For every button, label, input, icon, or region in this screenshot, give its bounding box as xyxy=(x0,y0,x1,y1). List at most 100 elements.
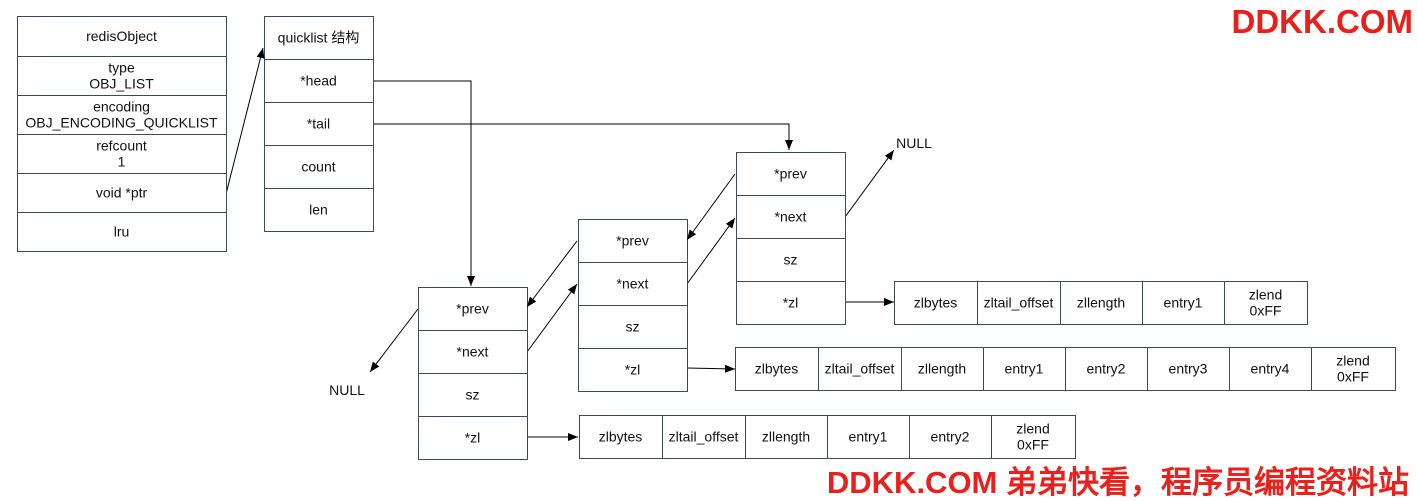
ptr-to-quicklist-arrowhead xyxy=(256,48,265,59)
quicklist-node-2-field-zl-label: *zl xyxy=(625,362,641,378)
quicklist-struct-field-quicklist-box xyxy=(264,16,374,60)
null-label-left: NULL xyxy=(329,382,365,398)
ziplist-1-field-zlend-label-1: zlend xyxy=(1016,421,1049,437)
ziplist-1-field-entry1-label: entry1 xyxy=(849,429,888,445)
node1-zl-arrowhead xyxy=(568,433,578,441)
ziplist-3-field-zltail-offset: zltail_offset xyxy=(977,281,1061,325)
ziplist-1-field-zlend-box xyxy=(991,415,1076,459)
redis-object-struct-field-refcount-label-2: 1 xyxy=(118,154,126,170)
watermark-top: DDKK.COM xyxy=(1231,3,1413,40)
ziplist-3-field-zllength: zllength xyxy=(1060,281,1143,325)
ziplist-3-field-entry1-label: entry1 xyxy=(1164,295,1203,311)
ziplist-2-field-zlbytes-box xyxy=(735,347,819,391)
ziplist-1-field-zlbytes: zlbytes xyxy=(579,415,663,459)
quicklist-struct-field-tail: *tail xyxy=(264,102,374,146)
ziplist-3-field-zllength-label: zllength xyxy=(1077,295,1125,311)
ziplist-2-field-entry3-box xyxy=(1147,347,1230,391)
ziplist-3-field-zlbytes: zlbytes xyxy=(894,281,978,325)
quicklist-node-1-field-zl: *zl xyxy=(418,416,528,460)
ziplist-3-field-zlbytes-box xyxy=(894,281,978,325)
quicklist-node-3: *prev *next sz *zl xyxy=(736,152,846,325)
ziplist-2-field-zllength-box xyxy=(901,347,984,391)
node1-next-node2-arrowhead xyxy=(567,284,577,295)
head-to-first-node-arrowhead xyxy=(467,276,475,286)
quicklist-node-1-field-zl-box xyxy=(418,416,528,460)
ziplist-2-field-entry3-label: entry3 xyxy=(1169,361,1208,377)
redis-object-struct-field-redisobject-label: redisObject xyxy=(86,28,157,44)
redis-object-struct-field-lru-label: lru xyxy=(114,224,130,240)
ziplist-2-field-entry1: entry1 xyxy=(983,347,1066,391)
quicklist-node-3-field-zl-label: *zl xyxy=(783,295,799,311)
quicklist-struct-field-len-label: len xyxy=(309,202,328,218)
ziplist-1-field-entry1-box xyxy=(827,415,910,459)
ziplist-2-field-entry1-box xyxy=(983,347,1066,391)
ziplist-3-field-zlend-label-2: 0xFF xyxy=(1250,303,1282,319)
redis-object-struct-field-type-label-1: type xyxy=(108,60,135,76)
quicklist-node-2-field-next-box xyxy=(578,262,688,306)
quicklist-node-2-field-sz-box xyxy=(578,305,688,349)
ziplist-1-field-entry2-label: entry2 xyxy=(931,429,970,445)
ziplist-1-field-zlend-label-2: 0xFF xyxy=(1017,437,1049,453)
tail-to-last-node-arrowhead xyxy=(785,140,793,150)
quicklist-node-3-field-sz: sz xyxy=(736,238,846,282)
tail-to-last-node-arrow xyxy=(373,123,790,150)
quicklist-node-3-field-sz-label: sz xyxy=(784,252,798,268)
ziplist-2-field-entry4: entry4 xyxy=(1229,347,1312,391)
ziplist-2-field-zllength: zllength xyxy=(901,347,984,391)
ziplist-1-field-zllength-box xyxy=(745,415,828,459)
ziplist-2-field-zlend-label-1: zlend xyxy=(1336,353,1369,369)
ziplist-3-field-entry1-box xyxy=(1142,281,1225,325)
node1-next-node2-arrow xyxy=(526,283,578,353)
node3-zl-arrowhead xyxy=(884,298,894,306)
quicklist-node-2-field-sz: sz xyxy=(578,305,688,349)
quicklist-node-1-field-next: *next xyxy=(418,330,528,374)
ziplist-3-field-entry1: entry1 xyxy=(1142,281,1225,325)
quicklist-node-3-field-zl: *zl xyxy=(736,281,846,325)
ziplist-1-field-zllength-label: zllength xyxy=(762,429,810,445)
ziplist-3-field-zllength-box xyxy=(1060,281,1143,325)
ziplist-2-field-entry4-label: entry4 xyxy=(1251,361,1290,377)
redis-object-struct-field-encoding-label-2: OBJ_ENCODING_QUICKLIST xyxy=(25,115,218,131)
pointer-arrows xyxy=(225,47,895,438)
quicklist-struct-field-count-box xyxy=(264,145,374,189)
node2-next-node3-arrowhead xyxy=(725,218,735,229)
quicklist-struct-field-head: *head xyxy=(264,59,374,103)
quicklist-struct-field-len: len xyxy=(264,188,374,232)
redis-object-struct-field-void-ptr: void *ptr xyxy=(17,173,227,213)
ziplist-2-field-zlbytes-label: zlbytes xyxy=(755,361,799,377)
redis-object-struct-field-void-ptr-label: void *ptr xyxy=(96,185,148,201)
ziplist-2-field-zlend-label-2: 0xFF xyxy=(1337,369,1369,385)
ziplist-2-field-entry4-box xyxy=(1229,347,1312,391)
ziplist-1-field-zlbytes-box xyxy=(579,415,663,459)
ziplist-2-field-zltail-offset: zltail_offset xyxy=(818,347,902,391)
node2-prev-node1-arrowhead xyxy=(527,296,537,307)
quicklist-node-3-field-prev: *prev xyxy=(736,152,846,196)
ziplist-1-field-entry2: entry2 xyxy=(909,415,992,459)
ziplist-2-field-entry2: entry2 xyxy=(1065,347,1148,391)
quicklist-struct-field-len-box xyxy=(264,188,374,232)
quicklist-struct-field-count: count xyxy=(264,145,374,189)
quicklist-node-2-field-prev-label: *prev xyxy=(616,233,649,249)
node2-zl-arrowhead xyxy=(724,364,735,373)
quicklist-node-2-field-zl-box xyxy=(578,348,688,392)
node3-prev-node2-arrowhead xyxy=(687,229,697,240)
null-label-right: NULL xyxy=(896,135,932,151)
ziplist-2-field-entry1-label: entry1 xyxy=(1005,361,1044,377)
quicklist-node-3-field-zl-box xyxy=(736,281,846,325)
quicklist-node-3-field-prev-label: *prev xyxy=(774,166,807,182)
quicklist-node-3-field-next-label: *next xyxy=(775,209,807,225)
redis-object-struct-field-redisobject-box xyxy=(17,16,227,57)
ziplist-1-field-entry1: entry1 xyxy=(827,415,910,459)
redis-object-struct-field-redisobject: redisObject xyxy=(17,16,227,57)
quicklist-node-1-field-prev-box xyxy=(418,287,528,331)
ziplist-1-field-zllength: zllength xyxy=(745,415,828,459)
